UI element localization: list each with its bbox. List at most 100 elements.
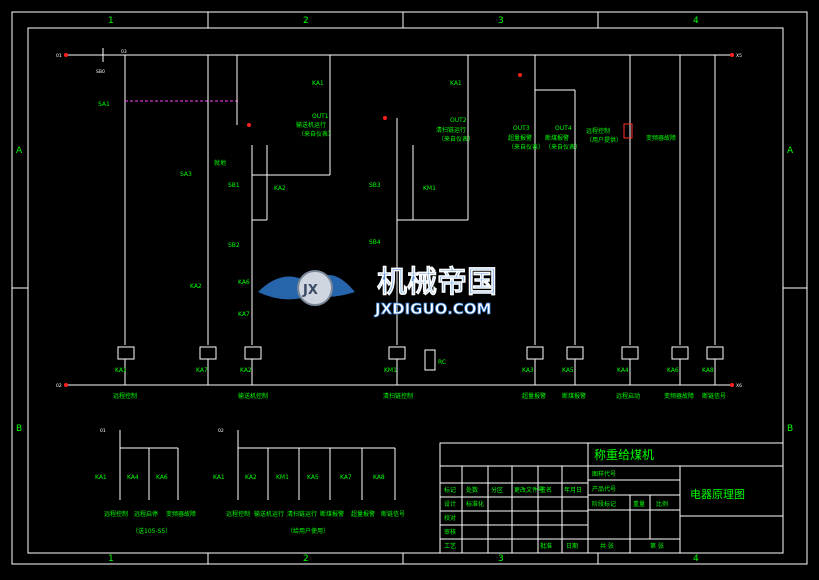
node-02: 02 bbox=[56, 383, 62, 389]
br-contact-3: KA5 bbox=[307, 474, 319, 481]
tb-change-doc: 更改文件号 bbox=[514, 486, 544, 494]
inner-frame bbox=[27, 27, 784, 554]
inverter-fault-caption: 变频器故障 bbox=[646, 134, 676, 142]
tb-standard: 标准化 bbox=[466, 500, 484, 508]
coil-ka8-label: KA8 bbox=[702, 367, 714, 374]
coil-ka4-label: KA4 bbox=[617, 367, 629, 374]
coil-ka5 bbox=[566, 346, 584, 360]
bl-caption-0: 远程控制 bbox=[104, 510, 128, 518]
coil-ka2-label: KA2 bbox=[240, 367, 252, 374]
rc-label: RC bbox=[438, 359, 446, 366]
tb-date: 日期 bbox=[566, 542, 578, 550]
br-caption-4: 超量报警 bbox=[351, 510, 375, 518]
km1-hold-label: KM1 bbox=[423, 185, 436, 192]
tb-process: 工艺 bbox=[444, 542, 456, 550]
ka6-label: KA6 bbox=[238, 279, 250, 286]
coil-ka4 bbox=[621, 346, 639, 360]
sb3-label: SB3 bbox=[369, 182, 381, 189]
col-label-2-bottom: 2 bbox=[303, 554, 309, 564]
bottom-right-node: 02 bbox=[218, 428, 224, 434]
out3-caption: 超量报警 bbox=[508, 134, 532, 142]
node-03: 03 bbox=[121, 49, 127, 55]
sa3-label: SA3 bbox=[180, 171, 192, 178]
title-block bbox=[439, 442, 784, 554]
tb-review: 审核 bbox=[444, 528, 456, 536]
node-x6: X6 bbox=[736, 383, 742, 389]
caption-remote-ctrl: 远程控制 bbox=[113, 392, 137, 400]
tb-ymd: 年月日 bbox=[564, 486, 582, 494]
out2-label: OUT2 bbox=[450, 117, 467, 124]
node-x5: X5 bbox=[736, 53, 742, 59]
bl-caption-1: 远程启停 bbox=[134, 510, 158, 518]
gear-logo-icon bbox=[297, 270, 333, 306]
tb-scale: 比例 bbox=[656, 500, 668, 508]
tb-product-code: 产品代号 bbox=[592, 485, 616, 493]
tb-drawing-code: 图样代号 bbox=[592, 470, 616, 478]
coil-ka7 bbox=[199, 346, 217, 360]
col-label-3: 3 bbox=[498, 16, 504, 26]
bl-note: （送105-S5） bbox=[132, 527, 171, 535]
caption-inverter-fault: 变频器故障 bbox=[664, 392, 694, 400]
tb-product-name: 称重给煤机 bbox=[594, 448, 654, 462]
out4-caption: 断煤报警 bbox=[545, 134, 569, 142]
tb-design: 设计 bbox=[444, 500, 456, 508]
out2-ka1-label: KA1 bbox=[450, 80, 462, 87]
ka2-contact-label: KA2 bbox=[190, 283, 202, 290]
br-contact-1: KA2 bbox=[245, 474, 257, 481]
bottom-group-right bbox=[237, 430, 396, 500]
col-label-1: 1 bbox=[108, 16, 114, 26]
sb0-label: SB0 bbox=[96, 69, 105, 75]
tb-sheet-no: 第 张 bbox=[650, 542, 664, 550]
br-caption-1: 输送机运行 bbox=[254, 510, 284, 518]
br-caption-3: 断煤报警 bbox=[320, 510, 344, 518]
coil-ka5-label: KA5 bbox=[562, 367, 574, 374]
row-label-a-right: A bbox=[787, 146, 794, 156]
caption-break-alarm: 断煤报警 bbox=[562, 392, 586, 400]
tb-sign: 签名 bbox=[540, 486, 552, 494]
user-provide-caption: （用户提供） bbox=[586, 136, 622, 144]
coil-ka6 bbox=[671, 346, 689, 360]
tb-mark: 标记 bbox=[444, 486, 456, 494]
out2-from: （来自仪表） bbox=[438, 135, 474, 143]
logo-text: JX bbox=[302, 283, 318, 298]
br-contact-4: KA7 bbox=[340, 474, 352, 481]
br-contact-0: KA1 bbox=[213, 474, 225, 481]
remote-relay-box bbox=[623, 123, 633, 139]
tb-check: 校对 bbox=[444, 514, 456, 522]
coil-ka3 bbox=[526, 346, 544, 360]
out1-ka1-label: KA1 bbox=[312, 80, 324, 87]
rail-terminal-01 bbox=[64, 53, 68, 57]
out4-label: OUT4 bbox=[555, 125, 572, 132]
coil-ka2 bbox=[244, 346, 262, 360]
brand-text: 机械帝国 bbox=[377, 265, 497, 300]
node-01: 01 bbox=[56, 53, 62, 59]
col-label-2: 2 bbox=[303, 16, 309, 26]
col-label-4: 4 bbox=[693, 16, 699, 26]
out3-label: OUT3 bbox=[513, 125, 530, 132]
br-caption-2: 清扫链运行 bbox=[287, 510, 317, 518]
coil-ka7-label: KA7 bbox=[196, 367, 208, 374]
coil-ka3-label: KA3 bbox=[522, 367, 534, 374]
terminal-km1 bbox=[383, 116, 387, 120]
ka7-contact-label: KA7 bbox=[238, 311, 250, 318]
tb-approve: 批准 bbox=[540, 542, 552, 550]
sb4-label: SB4 bbox=[369, 239, 381, 246]
caption-clean-ctrl: 清扫链控制 bbox=[383, 392, 413, 400]
coil-ka1-label: KA1 bbox=[115, 367, 127, 374]
bl-caption-2: 变频器故障 bbox=[166, 510, 196, 518]
bl-contact-0: KA1 bbox=[95, 474, 107, 481]
col-label-1-bottom: 1 bbox=[108, 554, 114, 564]
sb2-label: SB2 bbox=[228, 242, 240, 249]
watermark: JX 机械帝国 JXDIGUO.COM bbox=[258, 265, 497, 318]
coil-ka1 bbox=[117, 346, 135, 360]
col-label-3-bottom: 3 bbox=[498, 554, 504, 564]
out4-from: （来自仪表） bbox=[545, 143, 581, 151]
rail-terminal-x6 bbox=[730, 383, 734, 387]
out1-from: （来自仪表） bbox=[298, 130, 334, 138]
tb-stage: 阶段标记 bbox=[592, 500, 616, 508]
coil-ka6-label: KA6 bbox=[667, 367, 679, 374]
caption-chain-break: 断链信号 bbox=[702, 392, 726, 400]
column-ticks bbox=[12, 12, 807, 564]
